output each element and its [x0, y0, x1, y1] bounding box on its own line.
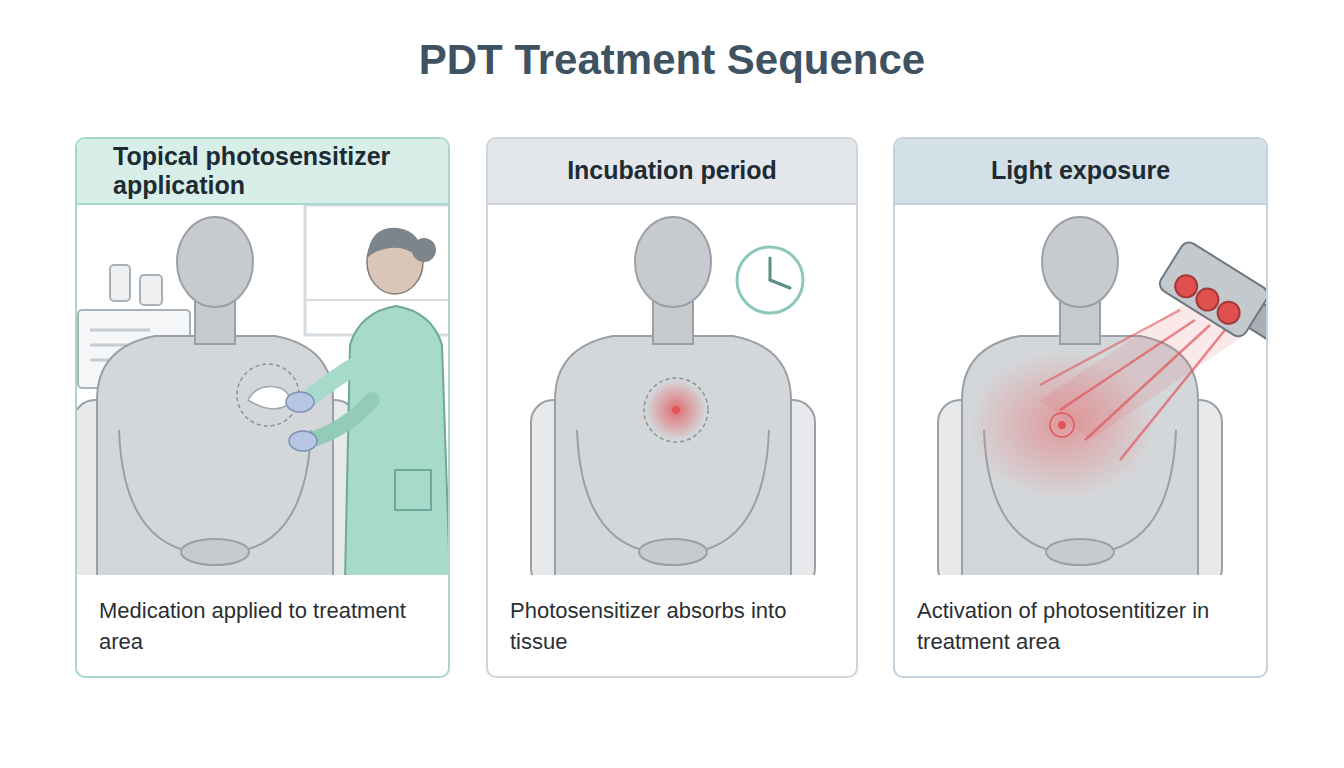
treatment-area	[672, 406, 680, 414]
patient-figure	[77, 217, 357, 575]
nurse-figure	[310, 400, 372, 440]
light-device	[1157, 239, 1266, 363]
computer-monitor	[90, 359, 160, 362]
light-beam	[1060, 320, 1195, 410]
light-beam	[1120, 330, 1225, 460]
light-beam	[1040, 300, 1245, 440]
step-caption: Medication applied to treatment area	[77, 577, 448, 657]
clinic-cabinet	[90, 539, 120, 541]
computer-monitor	[78, 310, 190, 388]
clock-icon	[737, 247, 803, 313]
nurse-figure	[367, 230, 423, 294]
patient-figure	[938, 217, 1222, 575]
nurse-figure	[412, 238, 436, 262]
clinic-cabinet	[90, 459, 120, 461]
incubation-illustration	[531, 217, 815, 575]
computer-monitor	[100, 408, 170, 416]
computer-monitor	[78, 310, 190, 416]
step-heading: Light exposure	[895, 139, 1266, 205]
red-glow	[967, 350, 1157, 500]
step-panel: Incubation periodPhotosensitizer absorbs…	[486, 137, 858, 678]
light-beam	[1040, 300, 1245, 460]
clock-icon	[770, 280, 790, 288]
computer-monitor	[125, 388, 145, 408]
nurse-figure	[367, 228, 422, 262]
patient-figure	[531, 217, 815, 575]
step-heading: Incubation period	[488, 139, 856, 205]
clock-icon	[737, 247, 803, 313]
clinic-cabinet	[78, 420, 158, 575]
step-caption: Photosensitizer absorbs into tissue	[488, 577, 856, 657]
computer-monitor	[90, 344, 170, 347]
nurse-figure	[345, 306, 448, 575]
window-frame	[305, 299, 448, 301]
nurse-figure	[286, 228, 448, 575]
treatment-area	[1050, 413, 1074, 437]
nurse-figure	[289, 431, 317, 451]
light-beam	[1085, 325, 1210, 440]
treatment-area	[237, 364, 299, 426]
treatment-area	[646, 380, 706, 440]
light-device	[1192, 284, 1222, 314]
medicine-bottles	[110, 265, 162, 305]
medicine-bottles	[110, 265, 130, 301]
window-frame	[305, 205, 448, 335]
light-device	[1157, 239, 1266, 339]
step-caption: Activation of photosentitizer in treatme…	[895, 577, 1266, 657]
application-illustration	[77, 205, 448, 575]
step-heading: Topical photosensitizer application	[77, 139, 448, 205]
clinic-cabinet	[90, 499, 120, 501]
light-device	[1236, 296, 1266, 352]
treatment-area	[1050, 413, 1074, 437]
light-beam	[1040, 310, 1180, 385]
window-frame	[305, 205, 448, 335]
nurse-figure	[395, 470, 431, 510]
diagram-title: PDT Treatment Sequence	[0, 36, 1344, 84]
medicine-bottles	[140, 275, 162, 305]
treatment-area	[237, 364, 299, 426]
step-panel: Light exposureActivation of photosentiti…	[893, 137, 1268, 678]
light-device	[1171, 271, 1201, 301]
treatment-area	[1058, 421, 1066, 429]
computer-monitor	[90, 329, 150, 332]
light-device	[1213, 298, 1243, 328]
step-panel: Topical photosensitizer applicationMedic…	[75, 137, 450, 678]
nurse-figure	[286, 392, 314, 412]
treatment-area	[644, 378, 708, 442]
clinic-cabinet	[78, 420, 158, 575]
treatment-area	[644, 378, 708, 442]
light-illustration	[938, 217, 1266, 575]
clock-icon	[769, 258, 772, 280]
nurse-figure	[305, 360, 365, 402]
treatment-area	[248, 387, 289, 409]
